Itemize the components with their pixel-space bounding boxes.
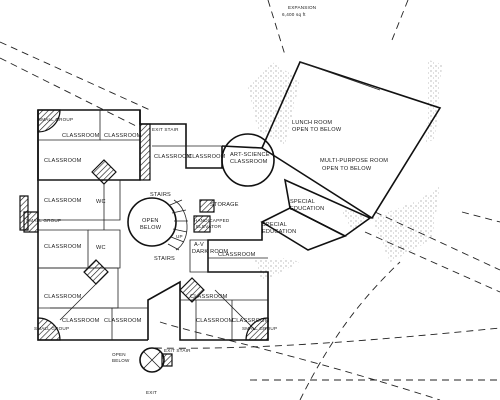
expansion-wing (260, 61, 442, 251)
up-label: UP (176, 234, 183, 239)
storage-label: STORAGE (210, 202, 239, 208)
classroom-label-11: CLASSROOM (218, 252, 256, 258)
art-science-label: ART-SCIENCE (230, 152, 270, 158)
special-education-label-2b: EDUCATION (262, 229, 296, 235)
lunch-room-open-label: OPEN TO BELOW (292, 127, 342, 133)
classroom-label-14: CLASSROOM (232, 318, 270, 324)
wc-label-upper: WC (96, 199, 106, 205)
expansion-area-label: 6,400 sq ft (282, 12, 306, 17)
below-label: BELOW (140, 225, 162, 231)
special-education-label-2a: SPECIAL (262, 222, 287, 228)
main-building (23, 109, 269, 341)
art-science-room (221, 133, 275, 187)
elevator-label: ELEVATOR (196, 224, 222, 229)
small-group-label-w: SMALL GROUP (26, 218, 61, 223)
small-group-label-se: SMALL GROUP (242, 326, 277, 331)
open-to-below-label-a: OPEN (112, 352, 126, 357)
classroom-label-12: CLASSROOM (190, 294, 228, 300)
multipurpose-open-label: OPEN TO BELOW (322, 166, 372, 172)
classroom-label-7: CLASSROOM (44, 244, 82, 250)
classroom-label-5: CLASSROOM (44, 158, 82, 164)
handicapped-label: HANDICAPPED (194, 218, 230, 223)
classroom-label-10: CLASSROOM (104, 318, 142, 324)
classroom-label-3: CLASSROOM (154, 154, 192, 160)
room-labels: EXPANSION 6,400 sq ft LUNCH ROOM OPEN TO… (26, 5, 388, 395)
stairs-label-bottom: STAIRS (154, 256, 175, 262)
multipurpose-label: MULTI-PURPOSE ROOM (320, 158, 388, 164)
art-science-classroom-label: CLASSROOM (230, 159, 268, 165)
small-group-label-sw: SMALL GROUP (34, 326, 69, 331)
small-group-label-nw: SMALL GROUP (38, 117, 73, 122)
classroom-label-8: CLASSROOM (44, 294, 82, 300)
wc-label-lower: WC (96, 245, 106, 251)
classroom-label-4: CLASSROOM (188, 154, 226, 160)
open-to-below-label-b: BELOW (112, 358, 130, 363)
classroom-label-1: CLASSROOM (62, 133, 100, 139)
exit-stair-top-label: EXIT STAIR (152, 127, 179, 132)
special-education-label-1a: SPECIAL (290, 199, 315, 205)
central-rotunda (127, 197, 215, 251)
classroom-label-13: CLASSROOM (196, 318, 234, 324)
exit-stair-bottom-label: EXIT STAIR (164, 348, 191, 353)
special-education-label-1b: EDUCATION (290, 206, 324, 212)
classroom-label-9: CLASSROOM (62, 318, 100, 324)
classroom-label-6: CLASSROOM (44, 198, 82, 204)
exit-stairs (19, 123, 173, 373)
classroom-label-2: CLASSROOM (104, 133, 142, 139)
lunch-room-label: LUNCH ROOM (292, 120, 332, 126)
open-label: OPEN (142, 218, 159, 224)
stairs-label-top: STAIRS (150, 192, 171, 198)
expansion-label: EXPANSION (288, 5, 316, 10)
dark-room-label: DARK ROOM (192, 249, 228, 255)
exit-label: EXIT (146, 390, 157, 395)
av-label: A-V (194, 242, 204, 248)
site-stipple (248, 60, 442, 282)
